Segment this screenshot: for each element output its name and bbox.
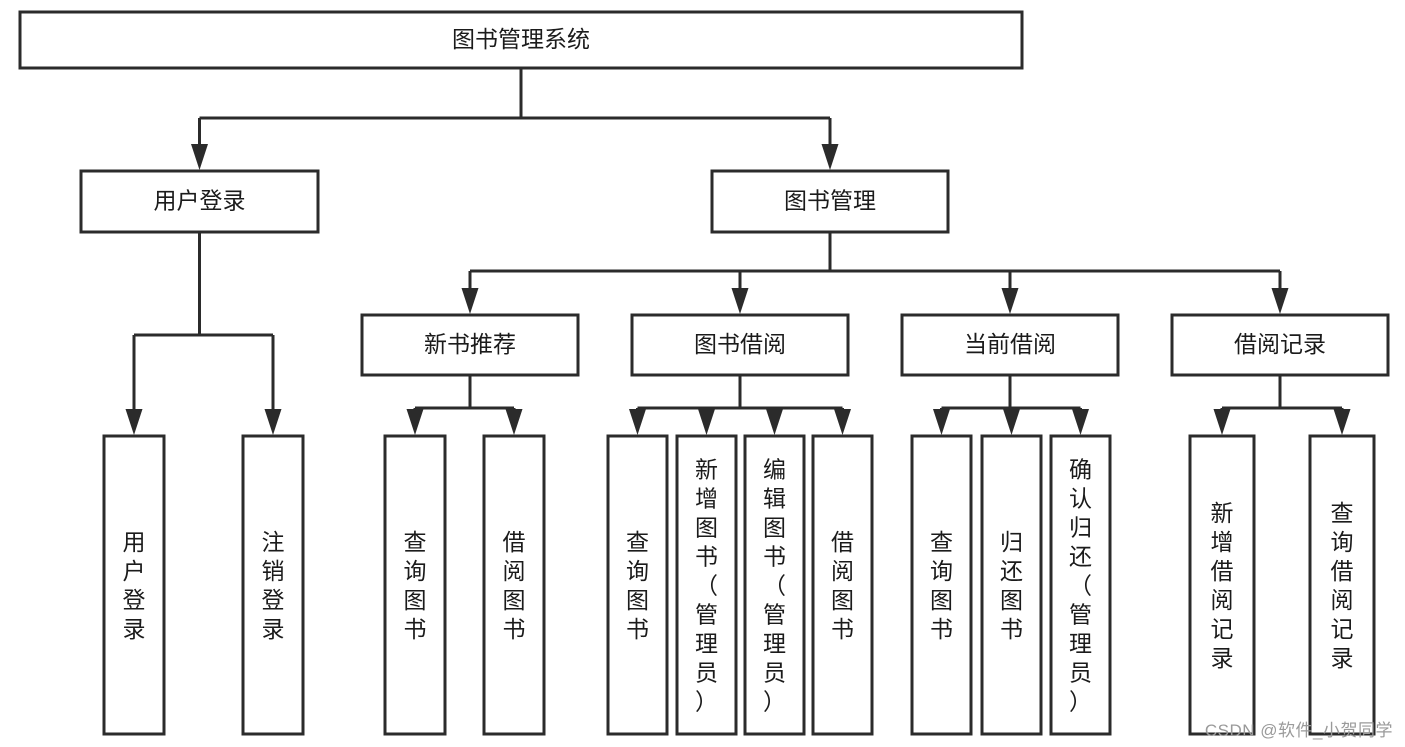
node-label: 新书推荐 (424, 331, 516, 357)
node-box[interactable] (241, 434, 305, 736)
node-leaf_0[interactable]: 用户登录 (102, 434, 166, 736)
node-label: 图书借阅 (694, 331, 786, 357)
node-box[interactable] (1308, 434, 1376, 736)
arrow-head-icon (1333, 409, 1351, 435)
arrow-head-icon (1271, 288, 1289, 314)
connectors-layer (125, 68, 1351, 435)
arrow-head-icon (1213, 409, 1231, 435)
node-leaf_5[interactable]: 新增图书（管理员） (675, 434, 738, 736)
arrow-head-icon (766, 409, 783, 435)
node-box[interactable] (102, 434, 166, 736)
node-label: 用户登录 (154, 188, 246, 214)
connector-group-l1_1 (461, 232, 1289, 314)
node-label: 查询图书 (930, 529, 953, 642)
arrow-head-icon (1003, 409, 1020, 435)
node-label: 用户登录 (123, 529, 146, 642)
arrow-head-icon (1072, 409, 1089, 435)
node-box[interactable] (811, 434, 874, 736)
node-label: 借阅记录 (1234, 331, 1326, 357)
arrow-head-icon (461, 288, 479, 314)
node-leaf_9[interactable]: 归还图书 (980, 434, 1043, 736)
node-label: 借阅图书 (503, 529, 526, 642)
node-l2_0[interactable]: 新书推荐 (360, 313, 580, 377)
arrow-head-icon (264, 409, 282, 435)
arrow-head-icon (821, 144, 839, 170)
node-leaf_11[interactable]: 新增借阅记录 (1188, 434, 1256, 736)
node-box[interactable] (18, 10, 1024, 70)
node-label: 查询图书 (404, 529, 427, 642)
arrow-head-icon (731, 288, 749, 314)
node-l2_1[interactable]: 图书借阅 (630, 313, 850, 377)
nodes-layer: 图书管理系统用户登录图书管理新书推荐图书借阅当前借阅借阅记录用户登录注销登录查询… (18, 10, 1390, 736)
node-l2_3[interactable]: 借阅记录 (1170, 313, 1390, 377)
node-box[interactable] (79, 169, 320, 234)
arrow-head-icon (191, 144, 208, 170)
node-box[interactable] (675, 434, 738, 736)
connector-group-l2_1 (629, 375, 851, 435)
node-box[interactable] (383, 434, 447, 736)
node-leaf_4[interactable]: 查询图书 (606, 434, 669, 736)
node-l1_1[interactable]: 图书管理 (710, 169, 950, 234)
node-leaf_2[interactable]: 查询图书 (383, 434, 447, 736)
node-leaf_12[interactable]: 查询借阅记录 (1308, 434, 1376, 736)
node-label: 新增借阅记录 (1211, 500, 1234, 671)
arrow-head-icon (505, 409, 523, 435)
arrow-head-icon (834, 409, 851, 435)
node-leaf_6[interactable]: 编辑图书（管理员） (743, 434, 806, 736)
node-leaf_3[interactable]: 借阅图书 (482, 434, 546, 736)
arrow-head-icon (629, 409, 646, 435)
node-box[interactable] (1188, 434, 1256, 736)
csdn-watermark: CSDN @软件_小贺同学 (1204, 721, 1393, 740)
node-box[interactable] (900, 313, 1120, 377)
node-label: 图书管理系统 (452, 26, 590, 52)
connector-group-l2_2 (933, 375, 1089, 435)
node-box[interactable] (1170, 313, 1390, 377)
node-label: 借阅图书 (831, 529, 854, 642)
node-l1_0[interactable]: 用户登录 (79, 169, 320, 234)
node-leaf_10[interactable]: 确认归还（管理员） (1049, 434, 1112, 736)
arrow-head-icon (1001, 288, 1019, 314)
node-leaf_1[interactable]: 注销登录 (241, 434, 305, 736)
arrow-head-icon (406, 409, 424, 435)
node-box[interactable] (910, 434, 973, 736)
node-box[interactable] (360, 313, 580, 377)
node-box[interactable] (743, 434, 806, 736)
node-root[interactable]: 图书管理系统 (18, 10, 1024, 70)
node-label: 查询图书 (626, 529, 649, 642)
connector-group-root (191, 68, 839, 170)
node-label: 确认归还（管理员） (1069, 457, 1092, 715)
node-leaf_8[interactable]: 查询图书 (910, 434, 973, 736)
node-label: 归还图书 (1000, 529, 1023, 642)
arrow-head-icon (933, 409, 950, 435)
node-leaf_7[interactable]: 借阅图书 (811, 434, 874, 736)
node-label: 注销登录 (262, 529, 285, 642)
node-label: 当前借阅 (964, 331, 1056, 357)
node-l2_2[interactable]: 当前借阅 (900, 313, 1120, 377)
node-box[interactable] (980, 434, 1043, 736)
node-box[interactable] (710, 169, 950, 234)
node-box[interactable] (1049, 434, 1112, 736)
node-label: 编辑图书（管理员） (763, 457, 786, 715)
node-label: 新增图书（管理员） (695, 457, 718, 715)
node-box[interactable] (630, 313, 850, 377)
arrow-head-icon (125, 409, 143, 435)
node-label: 查询借阅记录 (1331, 500, 1354, 671)
node-label: 图书管理 (784, 188, 876, 214)
connector-group-l1_0 (125, 232, 282, 435)
connector-group-l2_3 (1213, 375, 1351, 435)
arrow-head-icon (698, 409, 715, 435)
connector-group-l2_0 (406, 375, 523, 435)
node-box[interactable] (606, 434, 669, 736)
node-box[interactable] (482, 434, 546, 736)
